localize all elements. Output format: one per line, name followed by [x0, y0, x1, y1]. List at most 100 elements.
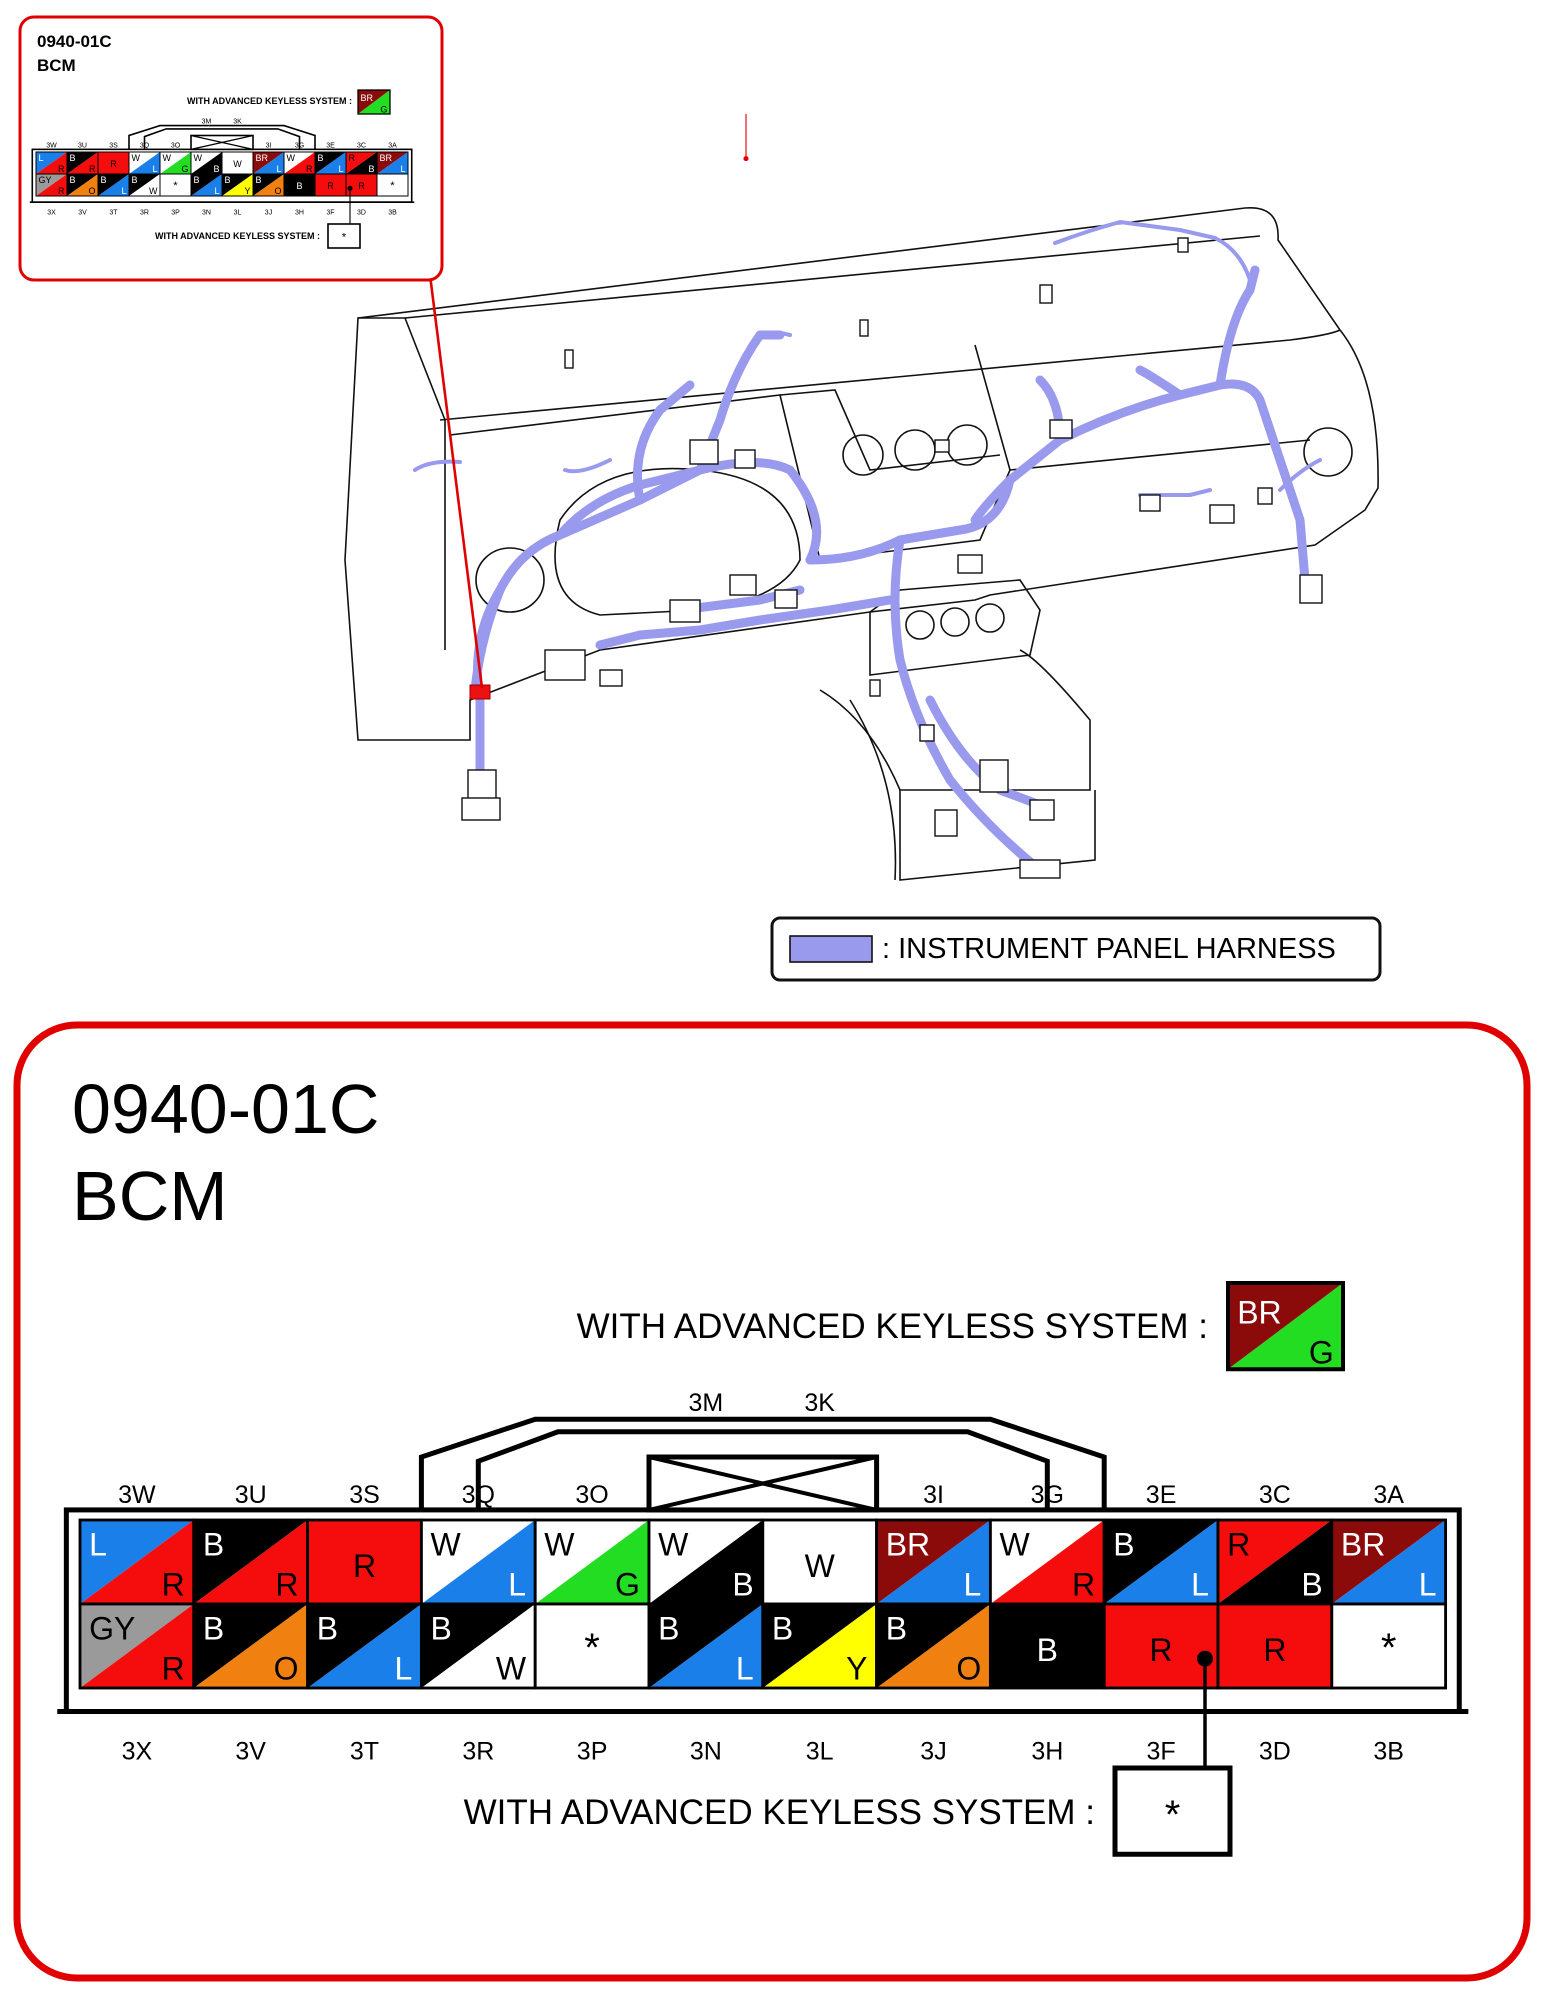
pin-label-3S: 3S — [109, 143, 118, 150]
pin-3A-upper: BR — [379, 153, 392, 163]
pin-3Q-upper: W — [431, 1526, 462, 1562]
pin-label-3T: 3T — [109, 210, 118, 217]
bcm-connector: LRBRRWLWGWBWBRLWRBLRBBRLGYRBOBLBW*BLBYBO… — [57, 1281, 1469, 1857]
harness-legend: : INSTRUMENT PANEL HARNESS — [770, 916, 1382, 982]
pin-3Q: WL — [128, 151, 161, 175]
pin-3M: WB — [647, 1518, 765, 1606]
pin-3O-upper: W — [162, 153, 171, 163]
pin-3S: R — [97, 151, 130, 175]
pin-3S: R — [306, 1518, 423, 1606]
pin-3M-lower: B — [732, 1567, 753, 1603]
pin-label-3H: 3H — [1031, 1737, 1063, 1765]
harness-connectors — [461, 237, 1323, 879]
pin-3D: R — [1216, 1602, 1334, 1690]
pin-3T-upper: B — [317, 1610, 338, 1646]
mini-name: BCM — [37, 56, 76, 75]
pin-3X-lower: R — [58, 186, 65, 196]
pin-3G-lower: R — [306, 164, 313, 174]
pin-3C: RB — [345, 151, 378, 175]
pin-3O-lower: G — [615, 1567, 640, 1603]
pin-label-3K: 3K — [233, 118, 242, 125]
pin-3D: R — [345, 173, 378, 197]
pin-3U-upper: B — [203, 1526, 224, 1562]
pin-label-3D: 3D — [1259, 1737, 1291, 1765]
pin-label-3R: 3R — [462, 1737, 494, 1765]
pin-label-3E: 3E — [1146, 1481, 1177, 1509]
pin-3D-color: R — [1263, 1632, 1286, 1668]
pin-label-3T: 3T — [350, 1737, 379, 1765]
pin-3W-lower: R — [162, 1567, 185, 1603]
pin-3J: BO — [875, 1602, 992, 1690]
pin-3Q-upper: W — [131, 153, 140, 163]
pin-label-3Q: 3Q — [462, 1481, 495, 1509]
pin-3I: BRL — [875, 1518, 992, 1606]
pin-3O: WG — [533, 1518, 651, 1606]
mini-callout: 0940-01C BCM WITH ADVANCED KEYLESS SYSTE… — [18, 15, 749, 282]
pin-3N-lower: L — [736, 1651, 754, 1687]
harness-routing — [413, 220, 1322, 875]
top-note: WITH ADVANCED KEYLESS SYSTEM : — [577, 1307, 1208, 1346]
pin-3C-lower: B — [369, 164, 375, 174]
pin-label-3K: 3K — [804, 1389, 835, 1417]
connector-code: 0940-01C — [72, 1070, 379, 1148]
pin-label-3M: 3M — [689, 1389, 724, 1417]
pin-label-3J: 3J — [265, 210, 272, 217]
pin-3U: BR — [66, 151, 99, 175]
pin-3X: GYR — [35, 173, 68, 197]
note-color-box: BRG — [1226, 1281, 1345, 1372]
pin-3U-lower: R — [275, 1567, 298, 1603]
pin-3H-color: B — [296, 181, 302, 191]
pin-3R-lower: W — [496, 1651, 527, 1687]
pin-3K: W — [221, 151, 254, 175]
pin-label-3V: 3V — [235, 1737, 266, 1765]
instrument-panel-illustration — [344, 207, 1379, 881]
pin-3V: BO — [66, 173, 99, 197]
pin-3F: R — [1102, 1602, 1220, 1690]
pin-3J-upper: B — [255, 175, 261, 185]
pin-3E: BL — [1102, 1518, 1220, 1606]
pin-3I-upper: BR — [255, 153, 268, 163]
pin-3F-color: R — [327, 181, 334, 191]
pin-3L: BY — [221, 173, 254, 197]
note-color-lower: G — [1309, 1335, 1334, 1371]
pin-label-3I: 3I — [266, 143, 272, 150]
pin-3G-upper: W — [1000, 1526, 1031, 1562]
pin-3Q-lower: L — [508, 1567, 526, 1603]
pin-label-3R: 3R — [140, 210, 149, 217]
pin-label-3X: 3X — [47, 210, 56, 217]
pin-3O-lower: G — [182, 164, 189, 174]
pin-label-3C: 3C — [1259, 1481, 1291, 1509]
pin-3U-lower: R — [89, 164, 96, 174]
pin-label-3B: 3B — [388, 210, 397, 217]
pin-label-3L: 3L — [806, 1737, 834, 1765]
pin-label-3O: 3O — [575, 1481, 608, 1509]
pin-3T: BL — [97, 173, 130, 197]
pin-3L-lower: Y — [245, 186, 251, 196]
pin-3R-upper: B — [431, 1610, 452, 1646]
pin-3S-color: R — [110, 159, 117, 169]
pin-3C-upper: R — [1227, 1526, 1250, 1562]
bcm-location-marker — [469, 684, 491, 700]
pin-3W-upper: L — [38, 153, 43, 163]
pin-3P-color: * — [173, 180, 178, 192]
pin-3N-lower: L — [215, 186, 220, 196]
pin-3K: W — [761, 1518, 879, 1606]
pin-3M-upper: W — [658, 1526, 689, 1562]
pin-label-3F: 3F — [326, 210, 334, 217]
pin-3M-lower: B — [214, 164, 220, 174]
pin-label-3H: 3H — [295, 210, 304, 217]
pin-3W-upper: L — [89, 1526, 107, 1562]
note-color-lower: G — [380, 104, 387, 114]
pin-3Q-lower: L — [153, 164, 158, 174]
pin-3N-upper: B — [658, 1610, 679, 1646]
pin-label-3W: 3W — [46, 143, 57, 150]
main-callout: 0940-01C BCM WITH ADVANCED KEYLESS SYSTE… — [13, 1021, 1531, 1982]
pin-label-3M: 3M — [202, 118, 212, 125]
pin-3J-lower: O — [956, 1651, 981, 1687]
pin-3U: BR — [192, 1518, 310, 1606]
legend-swatch — [789, 935, 873, 963]
pin-3L-upper: B — [772, 1610, 793, 1646]
pin-3K-color: W — [805, 1548, 836, 1584]
pin-3W: LR — [35, 151, 68, 175]
pin-3M: WB — [190, 151, 223, 175]
